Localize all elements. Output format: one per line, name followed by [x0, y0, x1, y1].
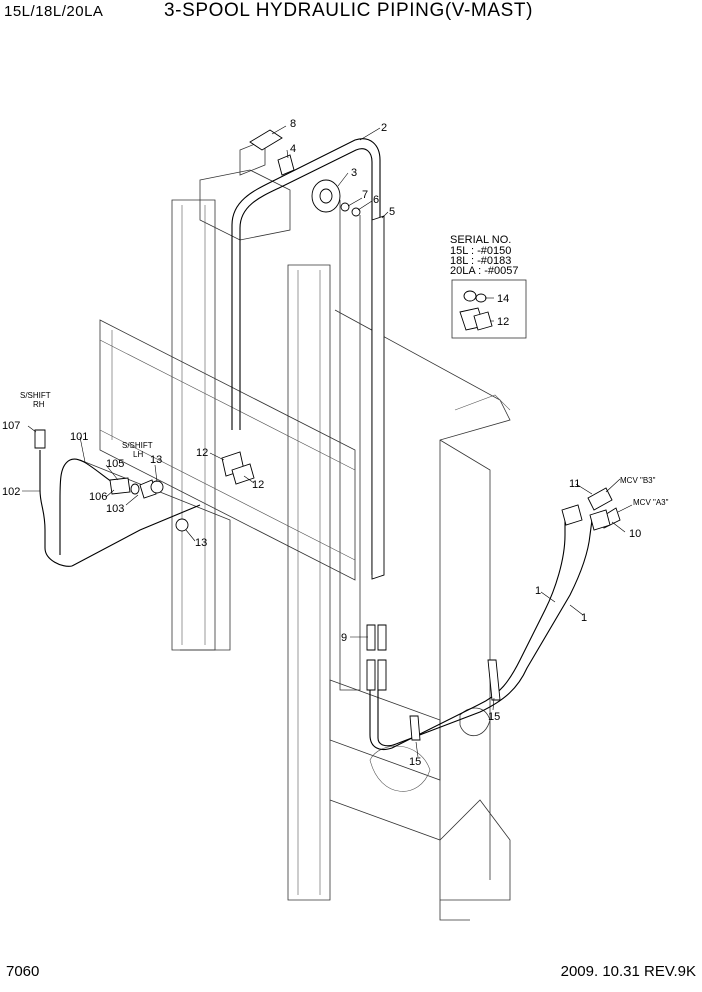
callout-15-right: 15	[488, 711, 500, 723]
callout-102: 102	[2, 486, 20, 498]
serial-line-18l: 18L : -#0183	[450, 255, 511, 267]
notes: S/SHIFT RH S/SHIFT LH MCV "B3" MCV "A3"	[20, 391, 669, 507]
callout-12-detail: 12	[497, 316, 509, 328]
callout-numbers: 8 2 4 3 7 6 5 107 101 102 105 106 103 13…	[2, 118, 641, 768]
serial-detail-box	[451, 279, 527, 339]
callout-107: 107	[2, 420, 20, 432]
callout-2: 2	[381, 122, 387, 134]
callout-9: 9	[341, 632, 347, 644]
callout-4: 4	[290, 143, 296, 155]
page-number: 7060	[6, 963, 40, 980]
model-code: 15L/18L/20LA	[4, 3, 104, 20]
callout-15-left: 15	[409, 756, 421, 768]
callout-10: 10	[629, 528, 641, 540]
callout-105: 105	[106, 458, 124, 470]
callout-14: 14	[497, 293, 509, 305]
mcv-a3-note: MCV "A3"	[633, 498, 669, 507]
callout-106: 106	[89, 491, 107, 503]
sshift-rh-line2: RH	[33, 400, 45, 409]
callout-13-upper: 13	[150, 454, 162, 466]
callout-12-upper: 12	[196, 447, 208, 459]
callout-8: 8	[290, 118, 296, 130]
mcv-b3-note: MCV "B3"	[620, 476, 656, 485]
callout-7: 7	[362, 189, 368, 201]
sshift-rh-line1: S/SHIFT	[20, 391, 51, 400]
serial-heading: SERIAL NO.	[450, 234, 511, 246]
sshift-lh-line1: S/SHIFT	[122, 441, 153, 450]
callout-3: 3	[351, 167, 357, 179]
page-title: 3-SPOOL HYDRAULIC PIPING(V-MAST)	[164, 0, 534, 21]
callout-6: 6	[373, 194, 379, 206]
parts	[34, 129, 621, 741]
serial-no-block: SERIAL NO. 15L : -#0150 18L : -#0183 20L…	[450, 234, 519, 328]
serial-line-15l: 15L : -#0150	[450, 245, 511, 257]
callout-1-upper: 1	[535, 585, 541, 597]
mast-structure	[79, 139, 511, 921]
hose-lines	[39, 138, 593, 751]
date-revision: 2009. 10.31 REV.9K	[560, 963, 696, 980]
callout-13-lower: 13	[195, 537, 207, 549]
callout-11: 11	[569, 478, 580, 490]
callout-1-lower: 1	[581, 612, 587, 624]
callout-101: 101	[70, 431, 88, 443]
callout-5: 5	[389, 206, 395, 218]
leader-lines	[22, 125, 633, 758]
callout-12-lower: 12	[252, 479, 264, 491]
callout-103: 103	[106, 503, 124, 515]
sshift-lh-line2: LH	[133, 450, 143, 459]
serial-line-20la: 20LA : -#0057	[450, 265, 519, 277]
